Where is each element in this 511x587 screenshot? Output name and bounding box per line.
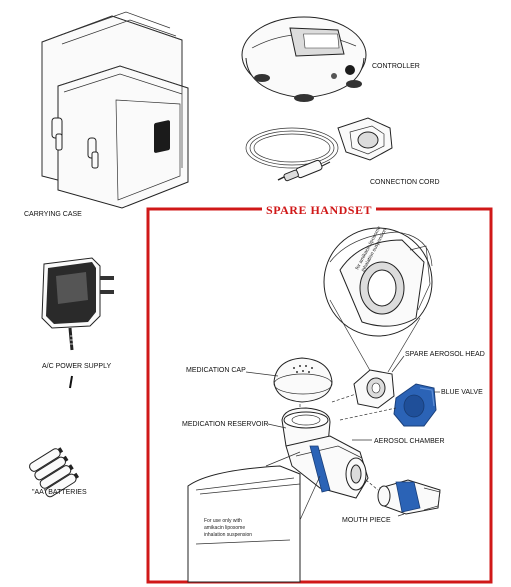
reservoir-inset-line2: amikacin liposome (204, 525, 245, 531)
ac-power-supply-label: A/C POWER SUPPLY (42, 363, 111, 370)
spare-aerosol-head-label: SPARE AEROSOL HEAD (405, 351, 485, 358)
power-button-icon (345, 65, 355, 75)
controller-illustration (241, 16, 367, 102)
medication-cap-label: MEDICATION CAP (186, 367, 246, 374)
medication-reservoir-label: MEDICATION RESERVOIR (182, 421, 268, 428)
handset-assembly-illustration (281, 407, 369, 499)
mouth-piece-label: MOUTH PIECE (342, 517, 391, 524)
carrying-case-label: CARRYING CASE (24, 211, 82, 218)
reservoir-label-inset: For use only with amikacin liposome inha… (187, 451, 321, 583)
spare-handset-title: SPARE HANDSET (266, 203, 372, 217)
blue-valve-label: BLUE VALVE (441, 389, 483, 396)
aerosol-chamber-label: AEROSOL CHAMBER (374, 438, 445, 445)
medication-cap-illustration (273, 357, 333, 403)
mouth-piece-illustration (377, 479, 441, 515)
ac-power-supply-illustration (41, 257, 114, 351)
aa-batteries-label: "AA" BATTERIES (32, 489, 87, 496)
aa-batteries-illustration (29, 447, 80, 498)
controller-label: CONTROLLER (372, 63, 420, 70)
case-logo-patch (154, 120, 170, 153)
aerosol-head-inset: for amikacin liposome inhalation suspens… (323, 225, 433, 375)
connection-cord-label: CONNECTION CORD (370, 179, 440, 186)
carrying-case-illustration (41, 11, 189, 209)
reservoir-inset-line1: For use only with (204, 518, 242, 524)
blue-valve-illustration (393, 383, 437, 427)
connection-cord-illustration (245, 117, 393, 182)
reservoir-inset-line3: inhalation suspension (204, 532, 252, 538)
spare-aerosol-head-illustration (353, 369, 395, 409)
